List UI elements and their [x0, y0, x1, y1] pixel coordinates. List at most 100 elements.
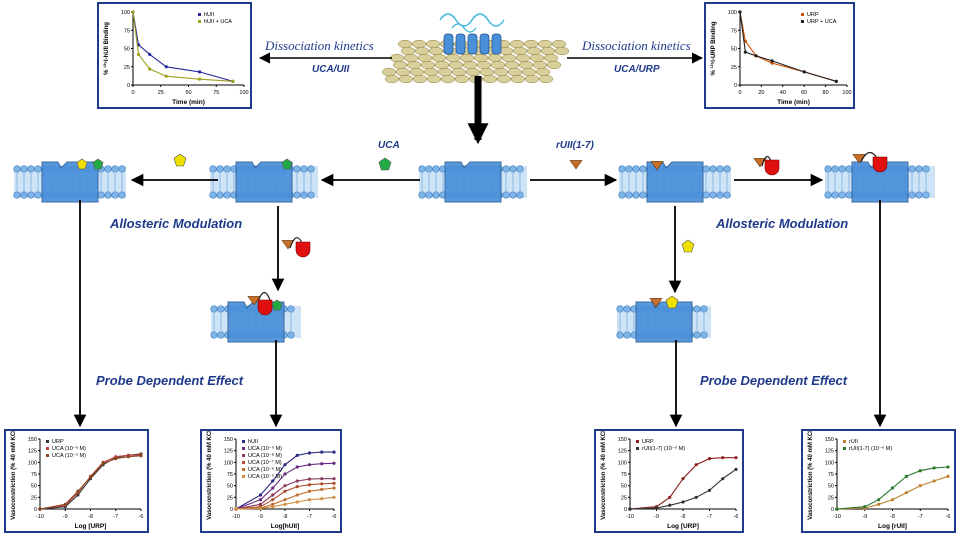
lipid-bead: [521, 67, 537, 77]
receptor: [444, 161, 502, 203]
receptor: [41, 161, 99, 203]
data-point: [770, 61, 774, 65]
receptor-loop: [451, 23, 477, 33]
receptor-loop: [439, 13, 505, 27]
data-point: [295, 500, 299, 504]
lipid-head: [616, 331, 624, 339]
lipid-head: [639, 191, 647, 199]
lipid-head: [209, 191, 217, 199]
lipid-bead: [381, 67, 397, 77]
data-point: [307, 477, 312, 481]
lipid-head: [502, 191, 510, 199]
data-point: [307, 451, 312, 455]
lipid-bead: [397, 39, 413, 49]
data-point: [307, 463, 312, 467]
lipid-head: [702, 191, 710, 199]
series-line: [235, 478, 334, 510]
data-point: [126, 455, 130, 459]
lipid-bead: [482, 74, 498, 84]
data-point: [707, 488, 712, 492]
legend-swatch: [46, 440, 49, 443]
lipid-head: [845, 165, 853, 173]
data-point: [320, 477, 324, 481]
lipid-head: [293, 191, 301, 199]
lipid-head: [716, 191, 724, 199]
x-tick-label: 80: [823, 90, 829, 96]
allosteric-modulation-right: Allosteric Modulation: [716, 216, 849, 231]
lipid-head: [104, 165, 112, 173]
legend-swatch: [801, 20, 804, 23]
data-point: [307, 498, 312, 502]
lipid-head: [623, 331, 631, 339]
lipid-bead: [440, 74, 456, 84]
lipid-bead: [532, 60, 548, 70]
lipid-bead: [535, 67, 551, 77]
data-point: [654, 506, 659, 510]
y-tick-label: 125: [28, 449, 37, 455]
lipid-head: [418, 191, 426, 199]
lipid-bead: [448, 60, 464, 70]
y-tick-label: 25: [31, 495, 37, 501]
data-point: [681, 477, 685, 481]
y-axis-label: Vasoconstriction (% 40 mM KCl): [808, 431, 814, 520]
lipid-head: [922, 165, 930, 173]
legend-label: UCA (10⁻⁵ M): [248, 473, 282, 480]
data-point: [76, 489, 80, 493]
x-tick-label: -9: [862, 514, 867, 520]
legend-swatch: [636, 447, 639, 450]
uca-urp-label: UCA/URP: [614, 64, 660, 75]
lipid-bead: [420, 60, 436, 70]
data-point: [295, 453, 299, 457]
arrow-layer: [73, 52, 887, 428]
lipid-head: [20, 165, 28, 173]
data-point: [271, 498, 275, 502]
data-point: [770, 59, 774, 63]
legend-swatch: [198, 20, 201, 23]
x-tick-label: -7: [918, 514, 923, 520]
x-tick-label: -7: [707, 514, 712, 520]
x-tick-label: -7: [113, 514, 118, 520]
yellow-modulator-icon: [76, 158, 88, 170]
yellow-modulator-icon: [681, 239, 695, 253]
data-point: [88, 475, 93, 479]
x-tick-label: -10: [232, 514, 240, 520]
legend-swatch: [636, 440, 639, 443]
lipid-head: [300, 165, 308, 173]
x-tick-label: 100: [239, 90, 248, 96]
lipid-bead: [537, 39, 553, 49]
data-point: [164, 74, 168, 78]
x-tick-label: -8: [890, 514, 895, 520]
huii-uca-svg: -10-9-8-7-60255075100125150Log[hUII]Vaso…: [207, 428, 336, 530]
receptor: [646, 161, 704, 203]
data-point: [918, 484, 922, 488]
lipid-bead: [392, 60, 408, 70]
lipid-head: [632, 165, 640, 173]
lipid-head: [34, 191, 42, 199]
lipid-bead: [465, 67, 481, 77]
lipid-head: [509, 191, 517, 199]
ruii-ligand-icon: [649, 298, 663, 308]
y-axis-label: % ¹²⁵I-hUII Binding: [103, 22, 110, 75]
data-point: [890, 486, 895, 490]
uca-green-icon: [378, 157, 392, 171]
receptor: [851, 161, 909, 203]
y-tick-label: 0: [230, 507, 233, 513]
membrane-right-outer: [824, 161, 935, 203]
y-tick-label: 75: [828, 472, 834, 478]
uca-green-icon: [271, 299, 283, 311]
series-line: [629, 468, 737, 510]
data-point: [283, 463, 287, 467]
series-line: [39, 453, 142, 510]
data-point: [131, 10, 135, 14]
series-line: [836, 475, 949, 510]
receptor-helix: [467, 33, 478, 55]
lipid-head: [432, 191, 440, 199]
y-tick-label: 75: [621, 472, 627, 478]
lipid-head: [625, 191, 633, 199]
lipid-head: [838, 191, 846, 199]
legend-label: UCA (10⁻⁶ M): [52, 445, 86, 452]
series-line: [235, 487, 335, 510]
lipid-bead: [490, 60, 506, 70]
data-point: [320, 462, 324, 466]
